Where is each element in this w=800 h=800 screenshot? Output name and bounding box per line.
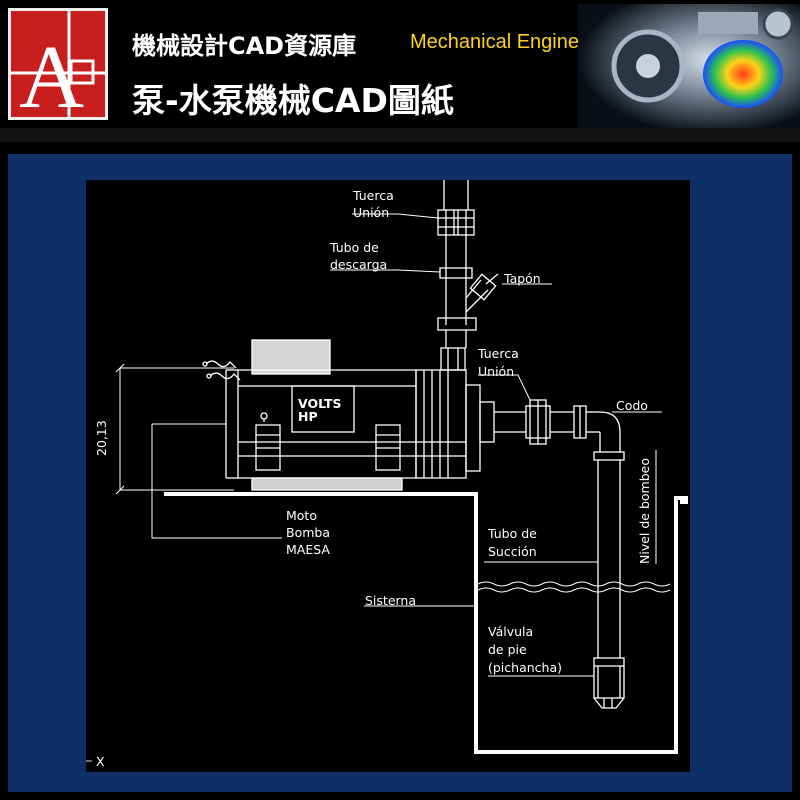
label-moto-3: MAESA	[286, 542, 330, 557]
suction-pipe	[597, 460, 621, 658]
pump-head	[415, 369, 495, 479]
label-volts: VOLTS	[298, 396, 342, 411]
label-moto-2: Bomba	[286, 525, 330, 540]
label-tubo-succion-2: Succión	[488, 544, 537, 559]
elbow-fitting	[593, 411, 625, 461]
label-tuerca-union-mid-1: Tuerca	[477, 346, 519, 361]
height-dimension	[115, 363, 234, 495]
motor-body	[225, 339, 417, 491]
power-cable	[202, 360, 241, 381]
label-tuerca-union-mid-2: Unión	[478, 364, 514, 379]
top-union-nut	[437, 209, 475, 236]
label-tubo-descarga-2: descarga	[330, 257, 387, 272]
middle-union-nut	[440, 330, 467, 371]
cistern-walls	[164, 492, 688, 754]
discharge-pipe	[443, 180, 469, 325]
leader-lines	[151, 213, 662, 677]
label-hp: HP	[298, 409, 318, 424]
foot-valve	[593, 657, 625, 709]
page-subtitle: 泵-水泵機械CAD圖紙	[132, 81, 454, 120]
label-valvula-2: de pie	[488, 642, 527, 657]
autocad-logo: A	[8, 8, 108, 120]
water-level-line	[477, 581, 671, 593]
label-tuerca-union-top-1: Tuerca	[352, 188, 394, 203]
site-title-english: Mechanical Engineering	[410, 31, 624, 53]
label-sisterna: Sisterna	[365, 593, 416, 608]
label-moto-1: Moto	[286, 508, 317, 523]
label-nivel-bombeo: Nivel de bombeo	[637, 458, 652, 564]
label-tubo-succion-1: Tubo de	[487, 526, 537, 541]
gearbox-render-image	[578, 4, 800, 128]
pump-cad-drawing: Tuerca Unión Tubo de descarga Tapón Tuer…	[86, 180, 690, 772]
label-valvula-3: (pichancha)	[488, 660, 562, 675]
label-valvula-1: Válvula	[488, 624, 533, 639]
dimension-value: 20,13	[94, 420, 109, 456]
label-codo: Codo	[616, 398, 648, 413]
label-tuerca-union-top-2: Unión	[353, 205, 389, 220]
suction-union	[494, 399, 600, 445]
label-tubo-descarga-1: Tubo de	[329, 240, 379, 255]
banner-ornament-strip	[0, 128, 800, 142]
plug-tee	[437, 273, 499, 331]
label-tapon: Tapón	[503, 271, 541, 286]
header-banner: A 機械設計CAD資源庫 Mechanical Engineering 泵-水泵…	[0, 0, 800, 142]
axis-marker-label: X	[96, 754, 105, 769]
site-title: 機械設計CAD資源庫	[132, 32, 357, 60]
